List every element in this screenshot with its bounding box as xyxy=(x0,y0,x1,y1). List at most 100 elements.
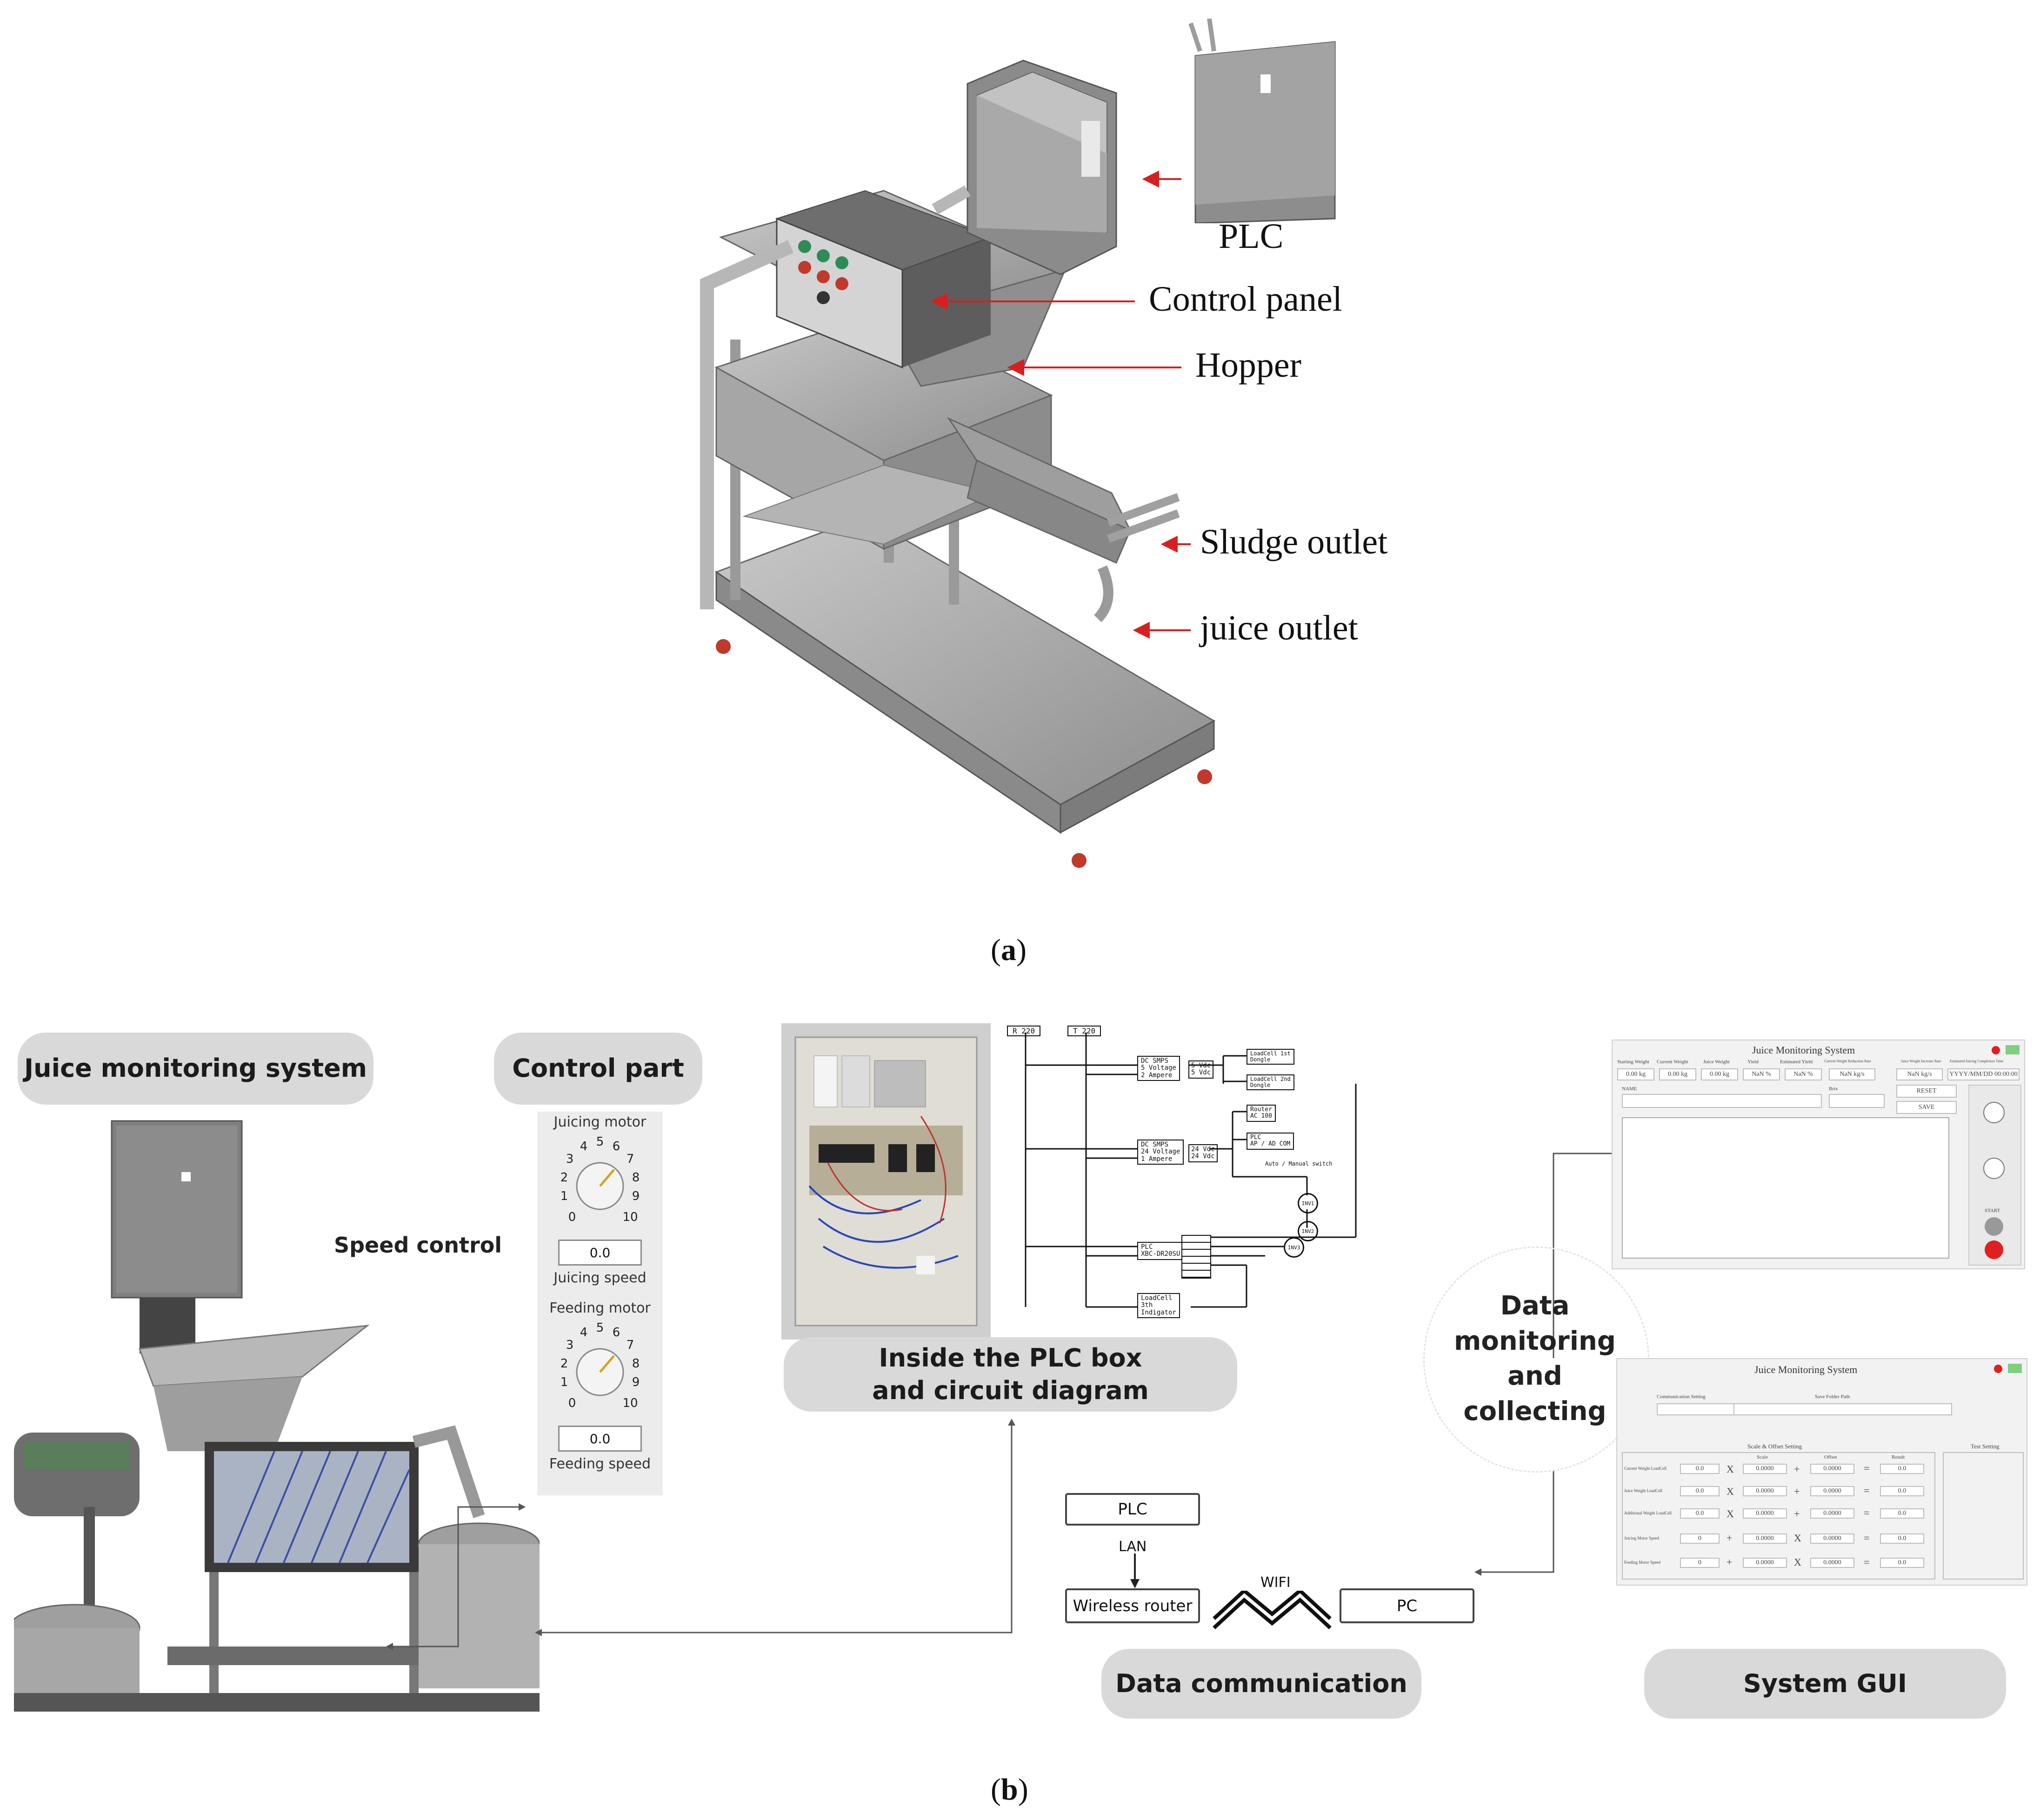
gui2-comm-select[interactable] xyxy=(1657,1403,1736,1415)
gui2-row-offset[interactable]: 0.0000 xyxy=(1810,1464,1854,1474)
gui2-row-offset[interactable]: 0.0000 xyxy=(1810,1558,1854,1568)
juicer-photo xyxy=(14,1120,540,1712)
gui-name-input[interactable] xyxy=(1622,1094,1822,1108)
loadcell-2nd-dongle: LoadCell 2nd Dongle xyxy=(1247,1074,1294,1091)
gui-brix-label: Brix xyxy=(1829,1086,1838,1092)
gui2-row-raw[interactable]: 0 xyxy=(1680,1558,1720,1568)
gui2-row-result: 0.0 xyxy=(1880,1558,1924,1568)
plc-plate-illustration xyxy=(1188,19,1336,223)
dial-tick: 1 xyxy=(560,1189,568,1203)
lan-label: LAN xyxy=(1119,1539,1147,1555)
gui2-scale-offset-title: Scale & Offset Setting xyxy=(1747,1443,1802,1450)
gui2-row-offset[interactable]: 0.0000 xyxy=(1810,1533,1854,1544)
gui2-comm-setting: Communication Setting xyxy=(1657,1394,1706,1400)
gui-side-dial-1[interactable] xyxy=(1978,1096,2010,1129)
gui2-row-scale[interactable]: 0.0000 xyxy=(1743,1508,1787,1519)
juicer-3d-illustration xyxy=(700,60,1216,868)
gui2-row-scale[interactable]: 0.0000 xyxy=(1743,1464,1787,1474)
callout-lines xyxy=(930,170,1191,639)
hopper-callout: Hopper xyxy=(1195,346,1301,385)
gui2-row-result: 0.0 xyxy=(1880,1508,1924,1519)
loadcell-1st-dongle: LoadCell 1st Dongle xyxy=(1247,1049,1294,1065)
router-box: Router AC 100 xyxy=(1247,1105,1276,1122)
inv1-node: INV1 xyxy=(1298,1193,1318,1213)
gui2-row-eq: = xyxy=(1864,1462,1870,1474)
gui2-row-label: Juicing Motor Speed xyxy=(1624,1536,1659,1540)
control-part-heading: Control part xyxy=(494,1033,702,1105)
dial-tick: 8 xyxy=(632,1357,640,1371)
gui2-row-result: 0.0 xyxy=(1880,1533,1924,1544)
dial-tick: 9 xyxy=(632,1375,640,1389)
gui2-folder-input[interactable] xyxy=(1733,1403,1952,1415)
gui2-row-raw[interactable]: 0 xyxy=(1680,1533,1720,1544)
gui2-test-table xyxy=(1943,1452,2024,1580)
auto-manual-switch: Auto / Manual switch xyxy=(1265,1160,1333,1167)
gui2-row-scale[interactable]: 0.0000 xyxy=(1743,1533,1787,1544)
gui-reset-button[interactable]: RESET xyxy=(1896,1085,1957,1098)
gui-start-button[interactable] xyxy=(1985,1217,2003,1236)
gui2-row-raw[interactable]: 0.0 xyxy=(1680,1464,1720,1474)
gui-status-red xyxy=(1992,1046,2000,1054)
plc-box-photo xyxy=(781,1023,991,1340)
gui2-row-label: Current Weight LoadCell xyxy=(1624,1466,1667,1471)
dial-tick: 5 xyxy=(596,1321,604,1335)
gui2-row-label: Feeding Motor Speed xyxy=(1624,1560,1660,1565)
gui2-row-result: 0.0 xyxy=(1880,1486,1924,1496)
control-part-panel: Juicing motor 0 1 2 3 4 5 6 7 8 9 10 0.0… xyxy=(537,1112,663,1495)
gui-header: Starting Weight xyxy=(1617,1059,1649,1065)
dial-tick: 7 xyxy=(627,1152,634,1166)
gui2-row-op: + xyxy=(1727,1532,1733,1544)
gui-title: Juice Monitoring System xyxy=(1752,1044,1855,1056)
dial-tick: 10 xyxy=(622,1210,638,1224)
juicing-motor-label: Juicing motor xyxy=(553,1114,647,1130)
juicing-speed-field[interactable]: 0.0 xyxy=(558,1240,642,1266)
gui2-row-op: + xyxy=(1794,1486,1800,1497)
dial-tick: 3 xyxy=(566,1152,574,1166)
smps-24v-out: 24 Vdc 24 Vdc xyxy=(1188,1144,1218,1162)
juicing-motor-dial[interactable]: 0 1 2 3 4 5 6 7 8 9 10 xyxy=(547,1133,653,1240)
gui2-row-label: Juice Weight LoadCell xyxy=(1624,1488,1663,1493)
gui2-row-label: Additional Weight LoadCell xyxy=(1624,1511,1672,1515)
wireless-router-box: Wireless router xyxy=(1065,1588,1200,1623)
wifi-label: WIFI xyxy=(1260,1574,1291,1591)
gui2-row-op: X xyxy=(1794,1556,1801,1568)
gui-save-button[interactable]: SAVE xyxy=(1896,1101,1957,1114)
plc-main-box: PLC XBC-DR20SU xyxy=(1137,1242,1184,1260)
dial-tick: 4 xyxy=(580,1140,588,1153)
inv2-node: INV2 xyxy=(1298,1221,1318,1241)
gui2-row-op: X xyxy=(1727,1508,1734,1520)
plc-io-block xyxy=(1181,1235,1211,1279)
dial-tick: 10 xyxy=(622,1396,638,1410)
dial-tick: 6 xyxy=(613,1326,620,1340)
gui2-row-raw[interactable]: 0.0 xyxy=(1680,1486,1720,1496)
feeding-speed-field[interactable]: 0.0 xyxy=(558,1426,642,1452)
gui-stop-button[interactable] xyxy=(1985,1240,2003,1259)
gui2-row-eq: = xyxy=(1864,1556,1870,1568)
gui2-save-folder: Save Folder Path xyxy=(1815,1394,1850,1400)
gui2-row-scale[interactable]: 0.0000 xyxy=(1743,1558,1787,1568)
gui2-row-offset[interactable]: 0.0000 xyxy=(1810,1486,1854,1496)
juicing-speed-label: Juicing speed xyxy=(553,1270,647,1286)
gui-brix-input[interactable] xyxy=(1829,1094,1885,1108)
dial-tick: 0 xyxy=(568,1396,576,1410)
gui-side-dial-2[interactable] xyxy=(1978,1152,2010,1185)
gui2-row-raw[interactable]: 0.0 xyxy=(1680,1508,1720,1519)
juice-monitoring-system-heading: Juice monitoring system xyxy=(18,1033,373,1105)
smps-24v: DC SMPS 24 Voltage 1 Ampere xyxy=(1137,1140,1184,1165)
gui-value: NaN kg/s xyxy=(1896,1068,1943,1080)
sludge-outlet-callout: Sludge outlet xyxy=(1200,522,1388,561)
dial-tick: 0 xyxy=(568,1210,576,1224)
gui2-row-offset[interactable]: 0.0000 xyxy=(1810,1508,1854,1519)
feeding-motor-dial[interactable]: 0 1 2 3 4 5 6 7 8 9 10 xyxy=(547,1319,653,1426)
system-gui-settings: Juice Monitoring System Communication Se… xyxy=(1616,1358,2027,1586)
gui-name-label: NAME xyxy=(1622,1086,1637,1092)
inv3-node: INV3 xyxy=(1284,1237,1304,1258)
circuit-diagram: R 220 T 220 DC SMPS 5 Voltage 2 Ampere 5… xyxy=(1005,1023,1372,1340)
smps-5v: DC SMPS 5 Voltage 2 Ampere xyxy=(1137,1056,1180,1081)
gui2-row-scale[interactable]: 0.0000 xyxy=(1743,1486,1787,1496)
feeding-motor-label: Feeding motor xyxy=(549,1300,651,1316)
pc-box: PC xyxy=(1340,1588,1474,1623)
caption-a: (a) xyxy=(991,933,1027,967)
feeding-speed-label: Feeding speed xyxy=(549,1456,651,1472)
gui-value: 0.00 kg xyxy=(1617,1068,1654,1080)
